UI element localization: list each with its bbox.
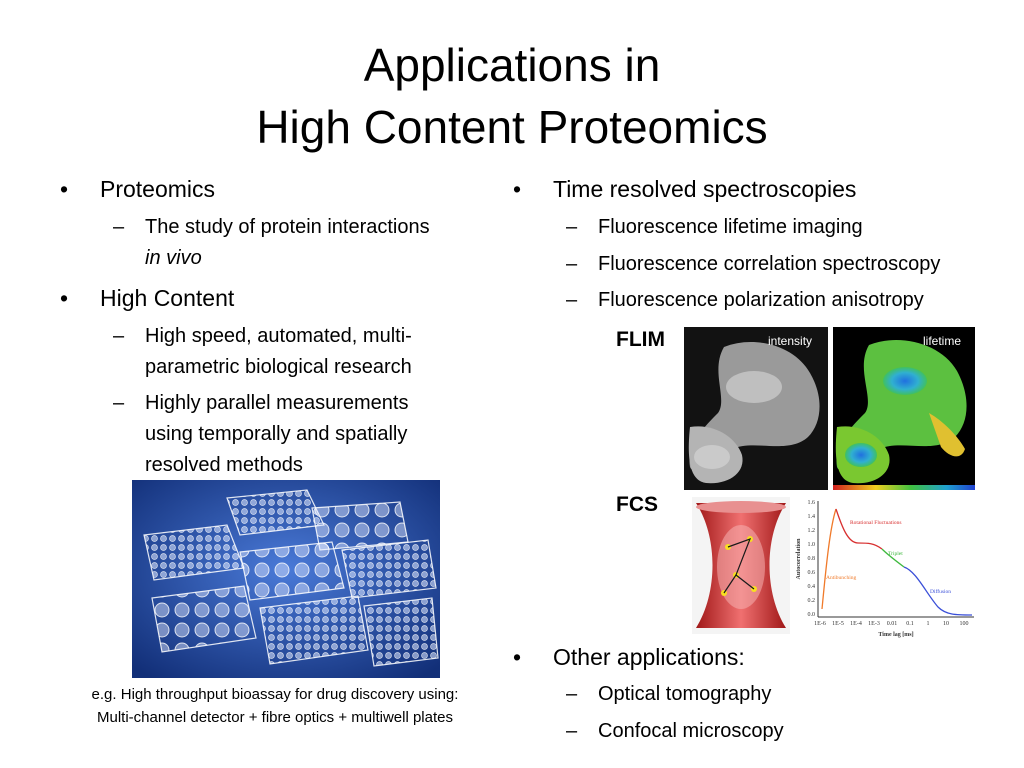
sub-high-speed-line-2: parametric biological research <box>145 356 412 378</box>
dash-glyph: – <box>566 253 578 275</box>
sub-high-speed: – High speed, automated, multi- parametr… <box>113 321 412 383</box>
flim-intensity-text: intensity <box>768 334 812 348</box>
flim-lifetime-image: lifetime <box>833 327 975 490</box>
ann-diffusion: Diffusion <box>930 588 951 595</box>
x-tick: 1E-4 <box>850 621 862 627</box>
bullet-high-content: • High Content <box>60 284 235 312</box>
fcs-focal-volume-image <box>692 497 790 634</box>
y-axis-label: Autocorrelation <box>796 538 802 580</box>
bullet-glyph: • <box>60 176 69 202</box>
flim-intensity-image: intensity <box>684 327 828 490</box>
sub-confocal-text: Confocal microscopy <box>598 720 784 742</box>
bullet-other-applications-text: Other applications: <box>553 644 745 670</box>
sub-parallel-line-3: resolved methods <box>145 454 303 476</box>
bullet-proteomics: • Proteomics <box>60 175 216 203</box>
title-line-1: Applications in <box>363 39 661 91</box>
bullet-time-resolved: • Time resolved spectroscopies <box>513 175 857 203</box>
y-tick: 1.6 <box>808 500 816 506</box>
x-tick: 100 <box>960 621 969 627</box>
dash-glyph: – <box>566 720 578 742</box>
sub-parallel: – Highly parallel measurements using tem… <box>113 388 409 481</box>
x-tick: 10 <box>943 621 949 627</box>
x-tick: 0.01 <box>887 621 898 627</box>
bullet-high-content-text: High Content <box>100 285 235 311</box>
x-tick: 1E-5 <box>832 621 844 627</box>
ann-triplet: Triplet <box>888 551 903 557</box>
bullet-time-resolved-text: Time resolved spectroscopies <box>553 176 857 202</box>
caption-line-2: Multi-channel detector + fibre optics + … <box>96 709 453 726</box>
dash-glyph: – <box>113 325 125 347</box>
sub-study-line-1: The study of protein interactions <box>145 216 430 238</box>
sub-flim-text: Fluorescence lifetime imaging <box>598 216 863 238</box>
sub-study-line-2: in vivo <box>145 247 202 269</box>
slide-title: Applications in High Content Proteomics <box>0 34 1024 158</box>
sub-parallel-line-2: using temporally and spatially <box>145 423 408 445</box>
x-tick: 1E-3 <box>868 621 880 627</box>
sub-flim: – Fluorescence lifetime imaging <box>566 212 863 243</box>
bullet-proteomics-text: Proteomics <box>100 176 216 202</box>
sub-fcs-text: Fluorescence correlation spectroscopy <box>598 253 941 275</box>
sub-anisotropy: – Fluorescence polarization anisotropy <box>566 285 924 316</box>
flim-lifetime-text: lifetime <box>923 334 961 348</box>
y-tick: 0.6 <box>808 570 816 576</box>
y-tick: 0.4 <box>808 584 816 590</box>
fcs-autocorrelation-chart: 1.6 1.4 1.2 1.0 0.8 0.6 0.4 0.2 0.0 1E-6… <box>792 497 976 639</box>
sub-parallel-line-1: Highly parallel measurements <box>145 392 409 414</box>
ann-antibunching: Antibunching <box>826 575 856 581</box>
flim-label: FLIM <box>616 328 665 351</box>
x-tick: 1E-6 <box>814 621 826 627</box>
x-tick: 0.1 <box>906 621 914 627</box>
y-tick: 0.8 <box>808 556 816 562</box>
y-tick: 0.0 <box>808 612 816 618</box>
sub-confocal: – Confocal microscopy <box>566 716 784 747</box>
sub-optical-tomography: – Optical tomography <box>566 679 772 710</box>
bullet-glyph: • <box>513 176 522 202</box>
bullet-glyph: • <box>60 285 69 311</box>
ann-rotational: Rotational Fluctuations <box>850 520 901 526</box>
dash-glyph: – <box>566 216 578 238</box>
bullet-other-applications: • Other applications: <box>513 643 745 671</box>
dash-glyph: – <box>566 683 578 705</box>
sub-study-protein: – The study of protein interactions in v… <box>113 212 430 274</box>
title-line-2: High Content Proteomics <box>256 101 768 153</box>
plates-caption: e.g. High throughput bioassay for drug d… <box>30 683 520 729</box>
x-tick: 1 <box>927 621 930 627</box>
sub-fcs: – Fluorescence correlation spectroscopy <box>566 249 941 280</box>
y-tick: 1.0 <box>808 542 816 548</box>
fcs-label: FCS <box>616 493 658 516</box>
bullet-glyph: • <box>513 644 522 670</box>
sub-anisotropy-text: Fluorescence polarization anisotropy <box>598 289 924 311</box>
y-tick: 1.2 <box>808 528 816 534</box>
y-tick: 1.4 <box>808 514 816 520</box>
dash-glyph: – <box>113 392 125 414</box>
caption-line-1: e.g. High throughput bioassay for drug d… <box>91 686 459 703</box>
y-tick: 0.2 <box>808 598 816 604</box>
dash-glyph: – <box>113 216 125 238</box>
multiwell-plates-photo <box>132 480 440 678</box>
sub-high-speed-line-1: High speed, automated, multi- <box>145 325 412 347</box>
dash-glyph: – <box>566 289 578 311</box>
sub-optical-tomography-text: Optical tomography <box>598 683 772 705</box>
x-axis-label: Time lag [ms] <box>878 632 913 638</box>
